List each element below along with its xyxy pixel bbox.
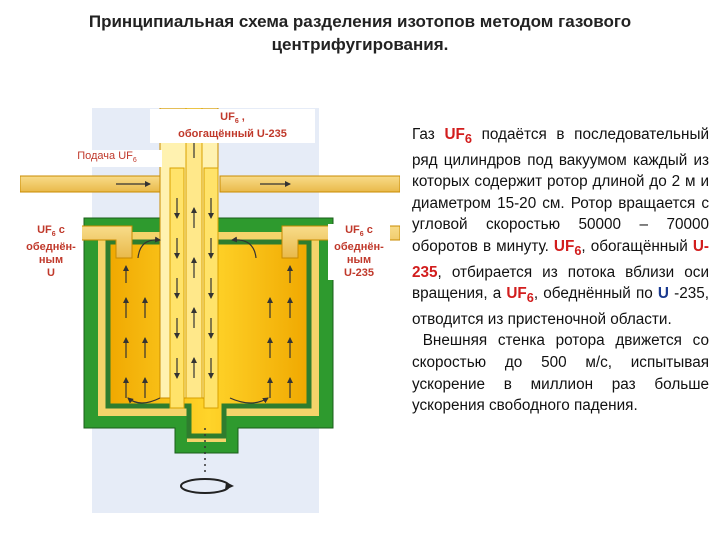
description-text: Газ UF6 подаётся в последовательный ряд … [412, 124, 709, 417]
label-left-depleted: UF6 с обеднён- ным U [20, 224, 82, 281]
label-right-depleted: UF6 с обеднён- ным U-235 [328, 224, 390, 281]
page-title: Принципиальная схема разделения изотопов… [20, 10, 700, 56]
title-line-2: центрифугирования. [271, 35, 449, 54]
description-paragraph-1: Газ UF6 подаётся в последовательный ряд … [412, 126, 709, 328]
feed-pipe [20, 175, 181, 193]
rotation-arrow-icon [180, 478, 234, 494]
centrifuge-diagram [20, 108, 400, 513]
title-line-1: Принципиальная схема разделения изотопов… [88, 12, 632, 31]
flow-arrows [39, 137, 381, 404]
label-feed-input: Подача UF6 [52, 150, 162, 168]
label-enriched-output: UF6 , обогащённый U-235 [150, 109, 315, 144]
right-top-pipe [219, 175, 400, 193]
description-paragraph-2: Внешняя стенка ротора движется со скорос… [412, 332, 709, 415]
central-tube-mid [185, 108, 203, 399]
